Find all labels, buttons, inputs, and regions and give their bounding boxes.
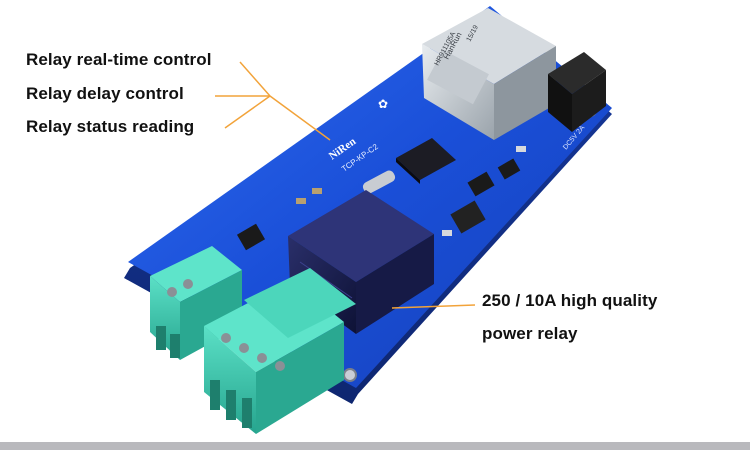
bottom-shadow-band	[0, 442, 750, 450]
dc-power-jack	[548, 52, 606, 132]
feature-status-reading: Relay status reading	[26, 117, 195, 136]
ethernet-jack	[422, 8, 556, 140]
microcontroller-chip	[396, 138, 456, 184]
logo-icon: ✿	[378, 97, 388, 111]
terminal-block-right	[204, 268, 356, 434]
pointer-lines	[215, 61, 476, 309]
feature-realtime-control: Relay real-time control	[26, 50, 212, 69]
smd-components	[236, 146, 526, 251]
crystal-oscillator	[362, 170, 396, 194]
relay-spec-line1: 250 / 10A high quality	[482, 291, 658, 310]
terminal-block-left	[150, 246, 242, 360]
relay-spec-line2: power relay	[482, 324, 578, 343]
feature-delay-control: Relay delay control	[26, 84, 184, 103]
